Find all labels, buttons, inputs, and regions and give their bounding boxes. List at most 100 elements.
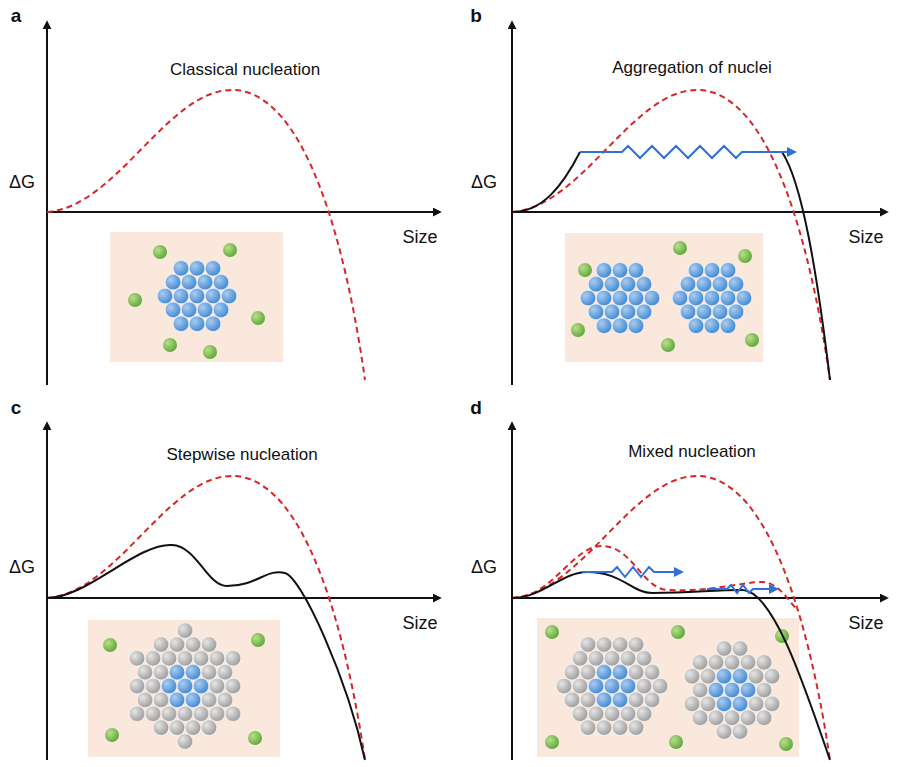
particle <box>556 678 572 694</box>
particle <box>572 650 588 666</box>
particle <box>724 654 740 670</box>
particle <box>636 276 652 292</box>
particle <box>740 654 756 670</box>
monomer <box>669 735 683 749</box>
particle <box>708 710 724 726</box>
particle <box>748 668 764 684</box>
particle <box>704 318 720 334</box>
monomer <box>545 625 559 639</box>
particle <box>221 288 237 304</box>
particle <box>716 696 732 712</box>
particle <box>756 682 772 698</box>
particle <box>728 304 744 320</box>
particle <box>161 650 177 666</box>
panel-b-plot <box>512 22 887 385</box>
particle <box>728 276 744 292</box>
monomer <box>248 731 262 745</box>
particle <box>193 706 209 722</box>
particle <box>189 316 205 332</box>
particle <box>596 720 612 736</box>
particle <box>596 290 612 306</box>
particle <box>145 706 161 722</box>
particle <box>700 696 716 712</box>
particle <box>740 682 756 698</box>
particle <box>209 678 225 694</box>
panel-title: Classical nucleation <box>170 61 320 80</box>
particle <box>177 623 193 639</box>
particle <box>197 302 213 318</box>
particle <box>628 262 644 278</box>
particle <box>137 692 153 708</box>
particle <box>185 692 201 708</box>
particle <box>708 682 724 698</box>
panel-title: Stepwise nucleation <box>166 446 317 465</box>
particle <box>145 678 161 694</box>
particle <box>692 654 708 670</box>
particle <box>217 692 233 708</box>
monomer <box>661 338 675 352</box>
particle <box>197 274 213 290</box>
panel-title: Mixed nucleation <box>628 443 756 462</box>
particle <box>580 664 596 680</box>
particle <box>129 706 145 722</box>
particle <box>205 260 221 276</box>
particle <box>217 664 233 680</box>
particle <box>628 318 644 334</box>
particle <box>580 692 596 708</box>
particle <box>612 664 628 680</box>
particle <box>636 304 652 320</box>
particle <box>165 274 181 290</box>
particle <box>620 304 636 320</box>
particle <box>604 304 620 320</box>
particle <box>588 706 604 722</box>
particle <box>716 641 732 657</box>
particle <box>129 650 145 666</box>
inset-panel <box>537 618 799 757</box>
particle <box>696 276 712 292</box>
particle <box>596 664 612 680</box>
particle <box>177 678 193 694</box>
inset-panel <box>110 232 283 362</box>
particle <box>684 696 700 712</box>
particle <box>732 641 748 657</box>
particle <box>572 706 588 722</box>
particle <box>201 720 217 736</box>
particle <box>213 302 229 318</box>
particle <box>716 724 732 740</box>
panel-d-plot <box>512 423 887 760</box>
particle <box>628 290 644 306</box>
particle <box>201 637 217 653</box>
particle <box>129 678 145 694</box>
particle <box>636 678 652 694</box>
particle <box>644 290 660 306</box>
particle <box>580 290 596 306</box>
particle <box>644 664 660 680</box>
particle <box>137 664 153 680</box>
particle <box>153 720 169 736</box>
particle <box>193 678 209 694</box>
particle <box>628 664 644 680</box>
particle <box>193 650 209 666</box>
monomer <box>738 249 752 263</box>
particle <box>177 706 193 722</box>
particle <box>161 678 177 694</box>
particle-clusters <box>103 241 793 751</box>
particle <box>201 692 217 708</box>
particle <box>169 637 185 653</box>
particle <box>201 664 217 680</box>
monomer <box>223 243 237 257</box>
panel-letter: a <box>11 6 22 27</box>
particle <box>580 637 596 653</box>
monomer <box>153 245 167 259</box>
particle <box>764 668 780 684</box>
particle <box>145 650 161 666</box>
particle <box>724 710 740 726</box>
particle <box>205 288 221 304</box>
particle <box>708 654 724 670</box>
particle <box>205 316 221 332</box>
particle <box>604 678 620 694</box>
particle <box>636 706 652 722</box>
particle <box>720 290 736 306</box>
particle <box>153 637 169 653</box>
